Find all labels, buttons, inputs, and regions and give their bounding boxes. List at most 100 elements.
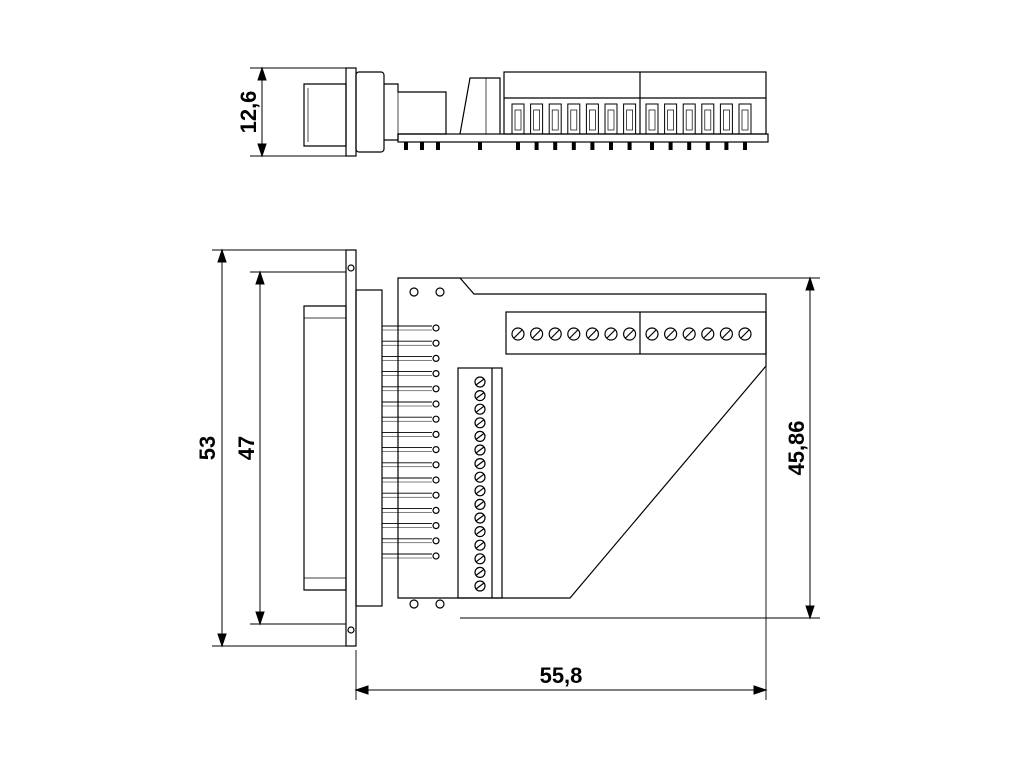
terminal-screw [529,327,544,341]
terminal-screw [474,458,486,470]
side-connector-shell [303,83,347,147]
pcb-lead [382,537,440,545]
pcb-pin [436,142,440,150]
pcb-lead [382,506,440,514]
terminal-screw [474,430,486,442]
extension-lines [212,249,820,700]
terminal-screw [474,553,486,565]
pcb-lead [382,339,440,347]
terminal-screw [548,327,562,341]
terminal-screw [701,327,715,341]
terminal-screw [474,417,486,429]
terminal-slot [738,103,752,135]
terminal-slot [623,103,637,135]
dsub-shell [303,305,347,591]
terminal-screw [474,485,486,497]
pcb-pin [534,142,539,150]
terminal-screw [474,580,486,592]
pcb-lead [382,385,440,393]
terminal-screw [719,327,734,341]
terminal-slot [719,103,733,135]
terminal-screw [474,444,486,456]
dim-label-47: 47 [234,436,259,460]
terminal-screw [567,327,581,341]
top-view: 53 47 45,86 55,8 [195,248,820,700]
left-terminal-block [457,367,503,599]
side-body [384,83,447,141]
dim-label-45-86: 45,86 [784,420,809,475]
terminal-screw [474,566,486,579]
pcb-pin [571,142,576,150]
terminal-screw [663,327,678,341]
terminal-screw [474,512,486,524]
pcb-lead [382,461,440,469]
pcb-pin [609,142,613,150]
terminal-slot [604,103,618,135]
dim-label-53: 53 [195,436,220,460]
top-terminal-block [505,311,767,355]
dim-total-width [354,685,768,695]
side-view: 12,6 [236,66,769,158]
pcb-lead [382,552,440,560]
terminal-screw [474,539,486,551]
terminal-slot [682,103,696,135]
terminal-screw [585,327,600,341]
dim-total-height [217,248,227,648]
side-pins [404,142,747,150]
pcb-lead [382,354,440,362]
pcb-pin [627,142,632,150]
pcb-lead [382,430,440,438]
flange [345,249,357,647]
pcb-pin [420,142,424,150]
pcb-pin [724,142,729,150]
pcb-pin [516,142,520,150]
pcb-pin [404,142,408,150]
side-latch [459,77,501,135]
pcb-pin [705,142,710,150]
pcb-pin [590,142,595,150]
terminal-screw [738,327,752,341]
terminal-screw [622,327,637,341]
left-terminals [474,376,486,592]
side-housing [355,71,385,153]
terminal-screw [511,327,525,341]
connector-body [355,289,383,607]
terminal-slot [530,103,544,135]
pcb-lead [382,521,440,530]
side-pcb [397,133,769,143]
pcb-outline [397,277,767,599]
terminal-slot [567,103,581,135]
pcb-pin [650,142,654,150]
dim-label-12-6: 12,6 [236,91,261,134]
dim-pcb-height [805,276,815,620]
pcb-lead [382,400,440,408]
side-terminal-block [503,71,767,135]
pcb-pin [668,142,673,150]
terminal-slot [701,103,715,135]
terminal-screw [645,327,659,341]
terminal-screw [474,498,486,510]
terminal-screw [474,390,486,402]
terminal-screw [474,403,486,415]
pcb-pin [478,142,482,150]
pcb-pin [553,142,558,150]
terminal-slot [664,103,678,135]
terminal-screw [474,525,486,538]
top-terminals [511,327,752,341]
terminal-screw [682,327,696,341]
pcb-lead [382,324,440,332]
terminal-screw [604,327,618,341]
pcb-lead [382,415,440,423]
terminal-slot [645,103,659,135]
dim-side-height [250,66,346,158]
dim-flange-height [255,270,265,626]
pcb-lead [382,476,440,484]
terminal-slot [585,103,599,135]
terminal-screw [474,471,486,483]
pcb-pin [743,142,747,150]
dim-label-55-8: 55,8 [540,663,583,688]
pcb-pin [687,142,692,150]
side-terminal-slots [511,103,752,135]
mounting-pins [409,287,445,609]
